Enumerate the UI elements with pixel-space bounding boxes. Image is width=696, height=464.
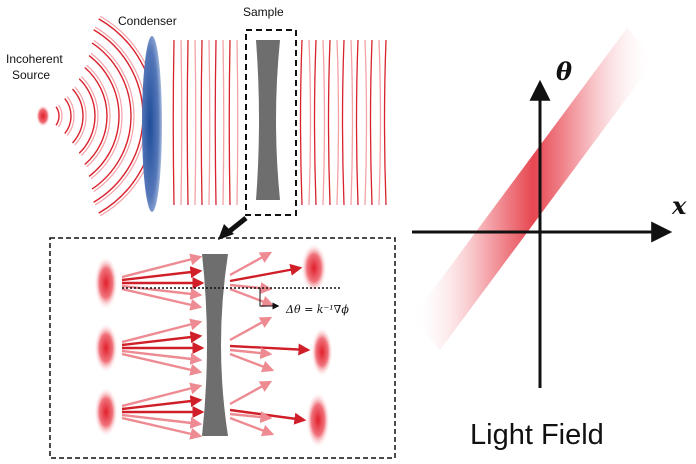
equation-pointer	[259, 288, 280, 310]
ray-arrow	[229, 287, 275, 308]
light-field-band	[412, 28, 655, 350]
plane-wavefronts	[172, 39, 387, 206]
ray-arrow	[121, 287, 203, 311]
ray-arrow	[229, 316, 273, 342]
wavefront-arc	[93, 39, 135, 193]
sample-shape	[256, 40, 280, 200]
condenser-label: Condenser	[118, 14, 177, 28]
plane-wavefront	[186, 39, 189, 206]
plane-wavefront	[208, 39, 211, 206]
plane-wavefront	[378, 39, 382, 206]
ray-arrow	[121, 331, 203, 347]
zoom-arrowhead	[218, 224, 234, 240]
plane-wavefront	[308, 39, 312, 206]
x-axis-label: x	[671, 191, 687, 220]
theta-axis-label: θ	[556, 57, 572, 86]
inset-source-spot-bottom	[94, 387, 118, 437]
source-label-line2: Source	[12, 68, 50, 82]
ray-arrow	[229, 380, 273, 406]
plane-wavefront	[322, 39, 326, 206]
wavefront-arc	[86, 64, 111, 168]
ray-arrow	[121, 382, 203, 408]
ray-arrow	[121, 416, 203, 440]
sample-label: Sample	[243, 5, 284, 19]
plane-wavefront	[350, 39, 354, 206]
plane-wavefront	[299, 39, 303, 206]
wavefront-arc	[78, 78, 96, 154]
ray-arrow	[121, 395, 203, 411]
plane-wavefront	[369, 39, 373, 206]
wavefront-arc	[57, 104, 63, 128]
plane-wavefront	[236, 39, 239, 206]
ray-arrow	[229, 263, 303, 283]
ray-arrow	[121, 349, 203, 365]
wavefront-arc	[90, 52, 123, 180]
ray-arrow	[121, 413, 203, 429]
plane-wavefront	[341, 39, 345, 206]
ray-arrow	[121, 253, 203, 279]
plane-wavefront	[200, 39, 203, 206]
plane-wavefront	[222, 39, 225, 206]
ray-arrow	[229, 343, 311, 356]
ray-arrow	[121, 318, 203, 344]
wavefront-arc	[88, 54, 120, 178]
inset-dashed-box	[49, 237, 396, 459]
wavefront-arc	[84, 66, 108, 166]
wavefront-arc	[80, 76, 99, 156]
inset-output-spot-bottom	[306, 392, 330, 448]
ray-arrow	[229, 416, 275, 437]
plane-wavefront	[194, 39, 197, 206]
inset-sample-shape	[202, 254, 228, 436]
plane-wavefront	[172, 39, 175, 206]
wavefront-arc	[55, 106, 60, 126]
plane-wavefront	[214, 39, 217, 206]
angle-equation: Δθ = k⁻¹∇ϕ	[285, 303, 349, 316]
ray-arrow	[121, 352, 203, 376]
plane-wavefront	[336, 39, 340, 206]
plane-wavefront	[327, 39, 331, 206]
plane-wavefront	[180, 39, 183, 206]
wavefront-arc	[66, 96, 75, 136]
sample-dashed-box	[245, 29, 297, 216]
condenser-lens	[142, 36, 162, 212]
inset-ray-arrows	[121, 251, 311, 440]
inset-output-spot-middle	[311, 327, 333, 377]
ray-arrow	[229, 352, 275, 373]
wavefront-arc	[91, 42, 132, 190]
ray-arrow	[229, 347, 273, 360]
plane-wavefront	[383, 39, 387, 206]
inset-source-spot-middle	[94, 323, 118, 373]
inset-source-spot-top	[94, 256, 118, 310]
inset-output-spot-top	[301, 243, 327, 293]
light-field-title: Light Field	[470, 419, 604, 451]
source-label-line1: Incoherent	[6, 52, 63, 66]
plane-wavefront	[364, 39, 368, 206]
wavefront-arc	[72, 88, 84, 144]
incoherent-source-spot	[36, 105, 50, 127]
plane-wavefront	[313, 39, 317, 206]
plane-wavefront	[355, 39, 359, 206]
wavefront-arc	[74, 86, 87, 146]
ray-arrow	[121, 266, 203, 282]
wavefront-arc	[64, 97, 72, 135]
plane-wavefront	[228, 39, 231, 206]
ray-arrow	[229, 411, 273, 424]
ray-arrow	[229, 251, 273, 277]
